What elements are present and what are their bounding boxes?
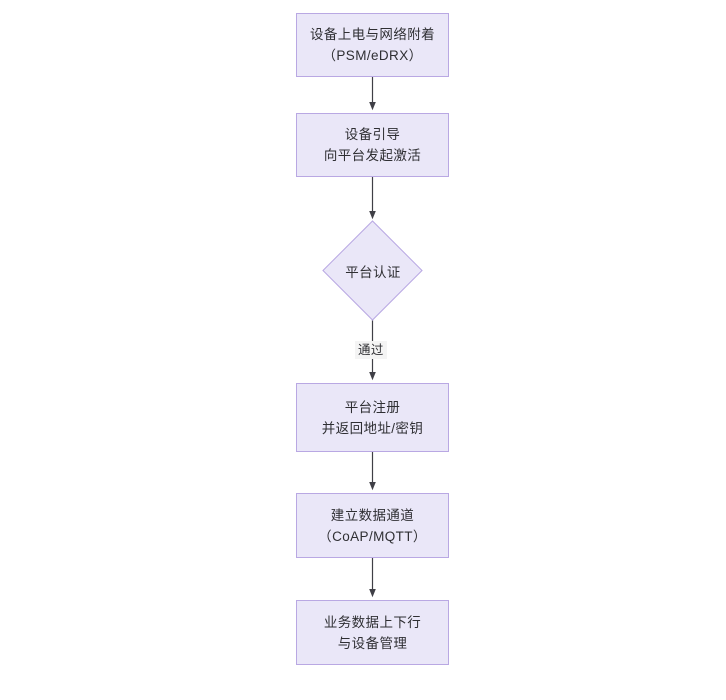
node-label-line2: 并返回地址/密钥 [321, 420, 424, 436]
node-establish-data-channel[interactable]: 建立数据通道 （CoAP/MQTT） [296, 493, 449, 558]
edge-label-pass: 通过 [355, 341, 387, 359]
node-device-power-on[interactable]: 设备上电与网络附着 （PSM/eDRX） [296, 13, 449, 77]
node-label-line1: 设备引导 [344, 127, 401, 142]
node-label-line2: （CoAP/MQTT） [318, 528, 427, 544]
node-label-line2: 与设备管理 [337, 635, 408, 651]
node-platform-registration[interactable]: 平台注册 并返回地址/密钥 [296, 383, 449, 452]
node-label-line1: 建立数据通道 [330, 507, 415, 523]
node-label-line1: 平台认证 [345, 265, 401, 280]
node-label-line1: 平台注册 [344, 399, 401, 415]
node-device-bootstrap[interactable]: 设备引导 向平台发起激活 [296, 113, 449, 177]
node-label-line1: 业务数据上下行 [323, 614, 422, 630]
node-business-data-and-device-management[interactable]: 业务数据上下行 与设备管理 [296, 600, 449, 665]
node-label-line1: 设备上电与网络附着 [309, 27, 436, 42]
node-label-line2: 向平台发起激活 [323, 148, 422, 163]
node-platform-authentication-decision[interactable]: 平台认证 [322, 220, 423, 321]
node-label-line2: （PSM/eDRX） [322, 48, 423, 63]
